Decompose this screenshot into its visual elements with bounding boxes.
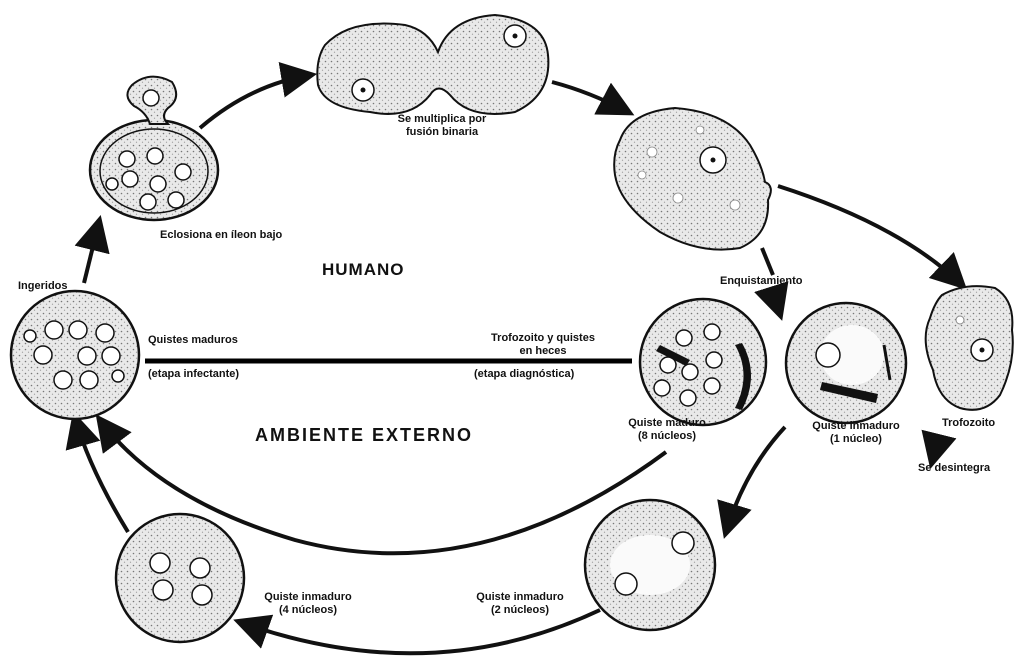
mature-cysts-label: Quistes maduros: [148, 334, 238, 347]
mature-cysts-infective: [11, 291, 139, 419]
region-human-label: HUMANO: [322, 263, 405, 276]
immature-cyst-4-line-1: Quiste inmaduro: [248, 591, 368, 604]
immature-cyst-2-nuclei: [585, 500, 715, 630]
trophozoite-label: Trofozoito: [942, 417, 995, 430]
encystation-label: Enquistamiento: [720, 275, 803, 288]
trophozoite-feces: [926, 286, 1013, 410]
feces-line-2: en heces: [468, 345, 618, 358]
mature-cyst-label: Quiste maduro (8 núcleos): [612, 417, 722, 443]
binary-fission-line-2: fusión binaria: [372, 126, 512, 139]
immature-cyst-2-line-1: Quiste inmaduro: [460, 591, 580, 604]
binary-fission-cells: [317, 15, 548, 114]
arrow-to-trophozoite-host: [552, 82, 628, 112]
diagnostic-stage-label: (etapa diagnóstica): [474, 368, 574, 381]
immature-cyst-4-nuclei: [116, 514, 244, 642]
region-environment-label: AMBIENTE EXTERNO: [255, 429, 473, 442]
hatches-label: Eclosiona en íleon bajo: [160, 229, 282, 242]
arrow-ingested: [84, 222, 99, 283]
immature-cyst-2-label: Quiste inmaduro (2 núcleos): [460, 591, 580, 617]
binary-fission-line-1: Se multiplica por: [372, 113, 512, 126]
infective-stage-label: (etapa infectante): [148, 368, 239, 381]
ingested-label: Ingeridos: [18, 280, 68, 293]
feces-line-1: Trofozoito y quistes: [468, 332, 618, 345]
immature-cyst-4-label: Quiste inmaduro (4 núcleos): [248, 591, 368, 617]
immature-cyst-1-line-2: (1 núcleo): [796, 433, 916, 446]
arrow-to-binary-fission: [200, 75, 310, 128]
arrow-disintegrates: [932, 442, 937, 462]
trophozoite-host: [614, 108, 771, 250]
arrow-to-trophozoite-feces: [778, 186, 962, 285]
immature-cyst-1-line-1: Quiste inmaduro: [796, 420, 916, 433]
mature-cyst-line-2: (8 núcleos): [612, 430, 722, 443]
binary-fission-label: Se multiplica por fusión binaria: [372, 113, 512, 139]
mature-cyst-line-1: Quiste maduro: [612, 417, 722, 430]
arrow-encystation-part-2: [773, 292, 780, 314]
immature-cyst-1-nucleus: [786, 303, 906, 423]
disintegrates-label: Se desintegra: [918, 462, 990, 475]
immature-cyst-2-line-2: (2 núcleos): [460, 604, 580, 617]
arrow-to-mature-cysts: [75, 418, 128, 532]
immature-cyst-1-label: Quiste inmaduro (1 núcleo): [796, 420, 916, 446]
feces-label: Trofozoito y quistes en heces: [468, 332, 618, 358]
arrow-encystation-part-1: [762, 248, 773, 275]
arrow-to-2-nuclei: [726, 427, 785, 532]
hatching-cyst: [90, 77, 218, 220]
immature-cyst-4-line-2: (4 núcleos): [248, 604, 368, 617]
mature-cyst-8-nuclei: [640, 299, 766, 425]
